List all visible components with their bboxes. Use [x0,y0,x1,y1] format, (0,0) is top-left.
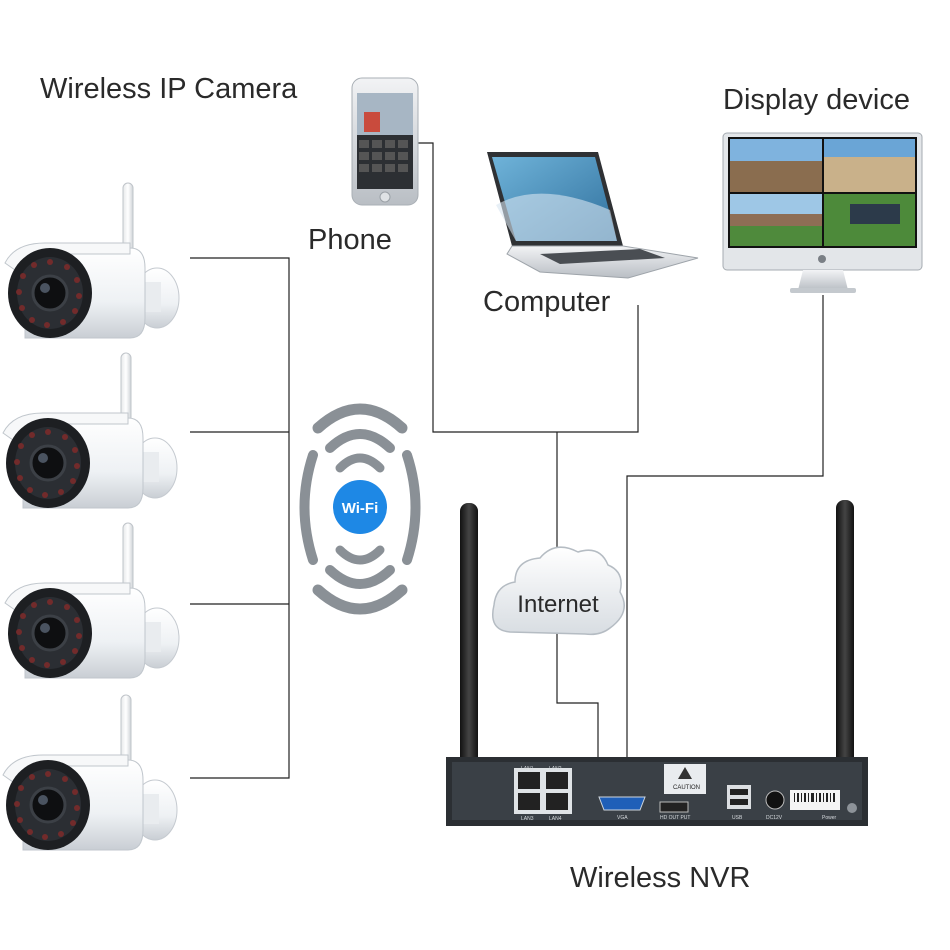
computer-label: Computer [483,286,611,318]
camera-2 [1,351,179,510]
wifi-text: Wi-Fi [342,500,379,517]
display-monitor [722,132,923,293]
usb-label: USB [732,815,743,821]
vga-label: VGA [617,815,628,821]
lan4-label: LAN4 [549,816,562,822]
connection-wires [190,142,824,792]
lan3-label: LAN3 [521,816,534,822]
display-label: Display device [723,84,910,116]
caution-label: CAUTION [673,785,700,791]
wifi-icon [299,403,421,615]
camera-1 [3,181,181,340]
wireless-nvr [446,500,868,826]
phone-device [351,77,419,206]
internet-label: Internet [517,591,599,618]
internet-cloud [492,546,625,636]
laptop-device [487,152,699,279]
lan2-label: LAN2 [549,766,562,772]
wifi-badge [333,480,387,534]
camera-label: Wireless IP Camera [40,73,298,105]
camera-3 [3,521,181,680]
camera-4 [1,693,179,852]
phone-label: Phone [308,224,392,256]
hdmi-label: HD OUT PUT [660,815,690,821]
power-label: Power [822,815,837,821]
nvr-label: Wireless NVR [570,862,751,894]
lan1-label: LAN1 [521,766,534,772]
dc-label: DC12V [766,815,783,821]
